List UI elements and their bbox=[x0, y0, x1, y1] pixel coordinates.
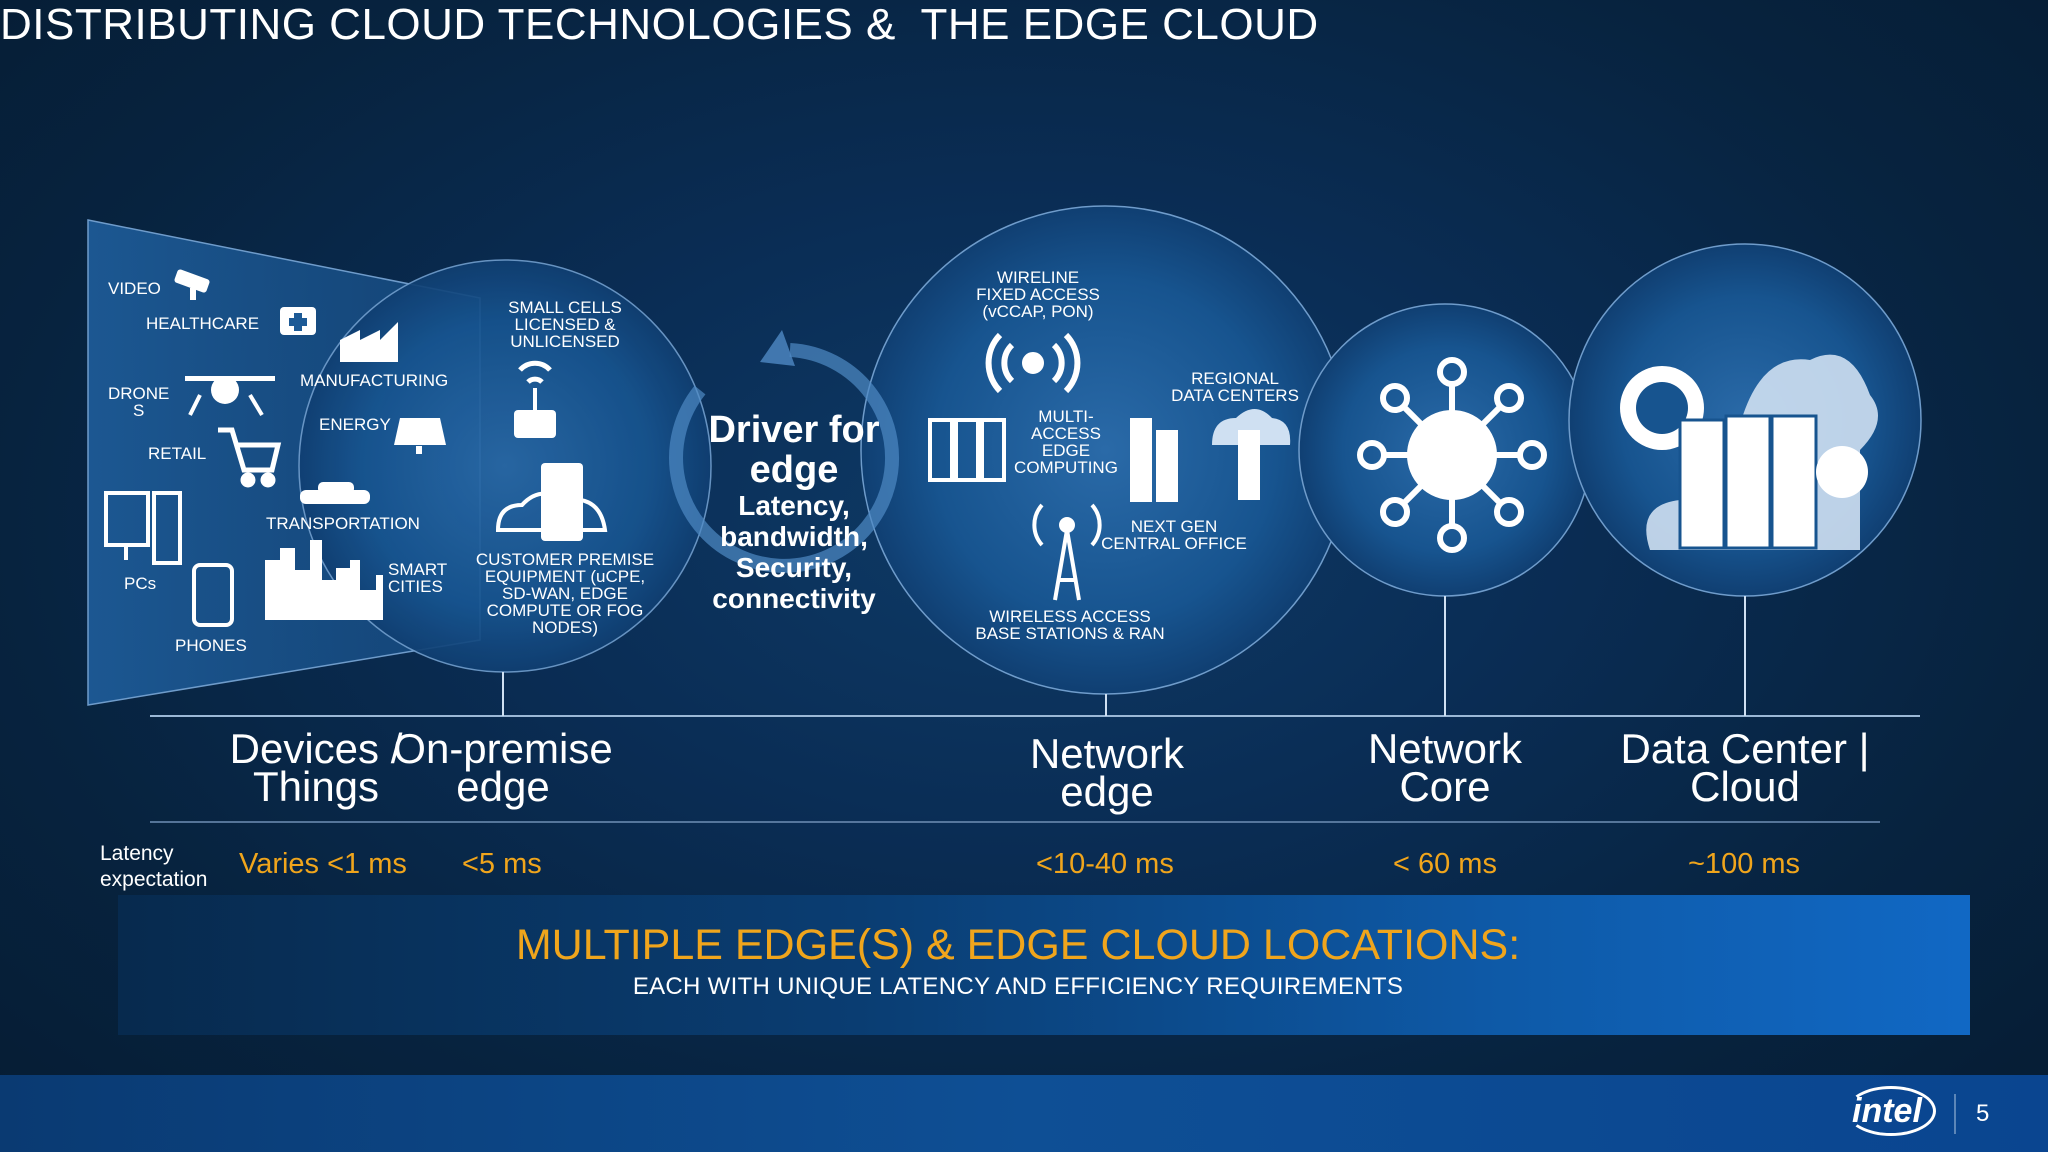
label-wireless-access: WIRELESS ACCESS BASE STATIONS & RAN bbox=[975, 607, 1165, 643]
footer-bar bbox=[0, 1075, 2048, 1152]
latency-onprem: <5 ms bbox=[462, 848, 542, 880]
solar-panel-icon bbox=[394, 418, 446, 454]
wireless-signal-icon bbox=[985, 332, 1081, 394]
car-icon bbox=[300, 482, 370, 504]
onprem-circle bbox=[298, 259, 712, 673]
camera-icon bbox=[174, 269, 210, 300]
router-icon bbox=[514, 360, 556, 438]
label-smart-cities: SMART CITIES bbox=[388, 560, 448, 596]
label-next-gen-co: NEXT GEN CENTRAL OFFICE bbox=[1101, 517, 1247, 553]
label-drones: DRONE S bbox=[108, 384, 170, 420]
intel-logo-ring bbox=[1846, 1086, 1936, 1136]
label-video: VIDEO bbox=[108, 279, 161, 298]
label-energy: ENERGY bbox=[319, 415, 391, 434]
label-wireline: WIRELINE FIXED ACCESS (vCCAP, PON) bbox=[976, 268, 1100, 321]
edge-locations-banner: MULTIPLE EDGE(S) & EDGE CLOUD LOCATIONS:… bbox=[118, 895, 1970, 1035]
page-number: 5 bbox=[1976, 1100, 1990, 1127]
label-pcs: PCs bbox=[124, 574, 157, 593]
cell-tower-icon bbox=[1032, 503, 1102, 601]
phone-icon bbox=[192, 563, 234, 627]
label-phones: PHONES bbox=[175, 636, 247, 655]
building-icon bbox=[1130, 418, 1178, 502]
cpe-server-cloud-icon bbox=[495, 463, 608, 541]
brain-icon bbox=[1816, 446, 1868, 498]
server-rack-icon bbox=[928, 418, 1006, 482]
cart-icon bbox=[218, 427, 282, 488]
latency-label: Latency expectation bbox=[100, 842, 208, 891]
latency-network-edge: <10-40 ms bbox=[1036, 848, 1174, 880]
banner-subtitle: EACH WITH UNIQUE LATENCY AND EFFICIENCY … bbox=[632, 973, 1404, 1000]
location-network-edge: Network edge bbox=[1029, 730, 1185, 815]
location-datacenter: Data Center | Cloud bbox=[1620, 725, 1870, 810]
label-regional-dc: REGIONAL DATA CENTERS bbox=[1171, 369, 1299, 405]
driver-for-edge: Driver for edge Latency, bandwidth, Secu… bbox=[684, 410, 904, 614]
intel-logo: intel bbox=[1852, 1092, 1922, 1130]
label-retail: RETAIL bbox=[148, 444, 207, 463]
label-small-cells: SMALL CELLS LICENSED & UNLICENSED bbox=[508, 298, 622, 351]
cloud-buildings-icon bbox=[1212, 409, 1291, 500]
label-cpe: CUSTOMER PREMISE EQUIPMENT (uCPE, SD-WAN… bbox=[475, 550, 655, 637]
drone-icon bbox=[185, 376, 275, 417]
footer-separator bbox=[1954, 1094, 1956, 1134]
label-healthcare: HEALTHCARE bbox=[146, 314, 260, 333]
factory-icon bbox=[340, 322, 398, 362]
location-onprem: On-premise edge bbox=[393, 725, 613, 810]
driver-heading: Driver for edge bbox=[708, 409, 880, 491]
latency-network-core: < 60 ms bbox=[1393, 848, 1497, 880]
label-mec: MULTI- ACCESS EDGE COMPUTING bbox=[1014, 407, 1118, 477]
slide-title: DISTRIBUTING CLOUD TECHNOLOGIES & THE ED… bbox=[0, 0, 1319, 49]
cycle-arrow bbox=[669, 343, 900, 573]
latency-datacenter: ~100 ms bbox=[1688, 848, 1801, 880]
medical-kit-icon bbox=[280, 307, 316, 335]
banner-title: MULTIPLE EDGE(S) & EDGE CLOUD LOCATIONS: bbox=[515, 921, 1521, 969]
pc-icon bbox=[104, 491, 182, 565]
label-transportation: TRANSPORTATION bbox=[266, 514, 420, 533]
network-hub-icon bbox=[1357, 357, 1547, 553]
label-manufacturing: MANUFACTURING bbox=[300, 371, 449, 390]
cycle-arrow-head bbox=[760, 330, 795, 366]
driver-body: Latency, bandwidth, Security, connectivi… bbox=[712, 490, 876, 614]
location-network-core: Network Core bbox=[1367, 725, 1523, 810]
latency-devices: Varies <1 ms bbox=[239, 848, 407, 880]
city-icon bbox=[265, 540, 383, 620]
datacenter-servers-icon bbox=[1678, 414, 1818, 550]
location-devices: Devices / Things bbox=[229, 725, 403, 810]
